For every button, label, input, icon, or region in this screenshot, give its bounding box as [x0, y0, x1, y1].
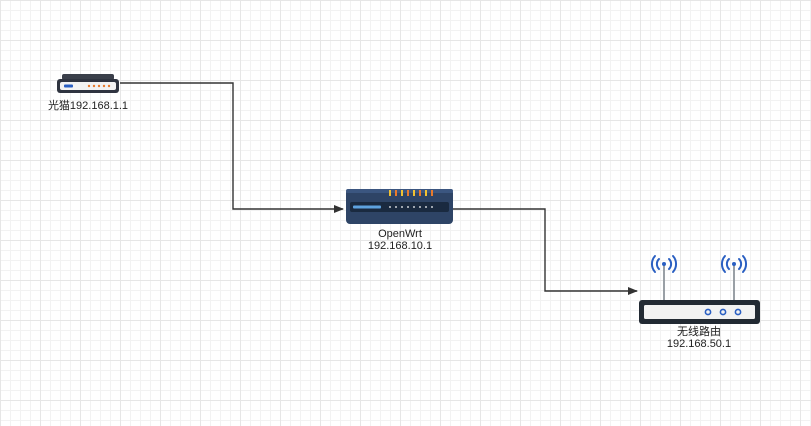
openwrt-router-icon[interactable] [346, 189, 453, 224]
modem-label: 光猫192.168.1.1 [47, 100, 129, 112]
wireless-router-icon[interactable] [639, 255, 760, 324]
wifi-signal-icon [721, 255, 747, 273]
wireless-router-ip-label: 192.168.50.1 [666, 338, 732, 350]
openwrt-name-label: OpenWrt [378, 228, 422, 240]
wireless-router-name-label: 无线路由 [677, 326, 721, 338]
wifi-signal-icon [651, 255, 677, 273]
edge-openwrt-to-wireless-router[interactable] [453, 208, 638, 295]
modem-device-icon[interactable] [57, 74, 119, 93]
openwrt-ip-label: 192.168.10.1 [367, 240, 433, 252]
edge-modem-to-openwrt[interactable] [120, 82, 344, 213]
